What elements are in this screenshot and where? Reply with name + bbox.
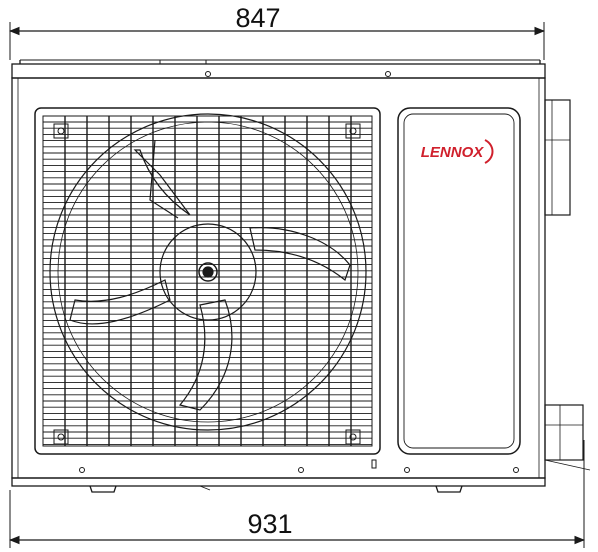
fan-hub xyxy=(159,223,257,321)
top-dimension-label: 847 xyxy=(235,3,280,33)
screw-icon xyxy=(513,467,519,473)
service-valve-cover xyxy=(544,99,591,471)
cabinet-lid xyxy=(11,63,546,79)
grille-corner-brackets xyxy=(53,123,361,445)
logo-text: LENNOX xyxy=(421,144,485,161)
cabinet-body xyxy=(11,77,546,479)
fan-grille xyxy=(34,107,381,455)
screws xyxy=(79,71,519,473)
logo-panel: LENNOX xyxy=(397,107,521,455)
logo-panel-frame xyxy=(397,107,521,455)
fan-shroud xyxy=(49,113,367,431)
cabinet xyxy=(11,59,546,493)
grille-frame xyxy=(34,107,381,455)
screw-icon xyxy=(205,71,211,77)
cabinet-base xyxy=(11,477,546,487)
fan-assembly xyxy=(49,113,367,431)
screw-icon xyxy=(385,71,391,77)
bottom-dimension-label: 931 xyxy=(247,509,292,539)
screw-icon xyxy=(404,467,410,473)
top-dimension: 847 xyxy=(8,3,546,60)
grille-inner xyxy=(42,115,373,447)
screw-icon xyxy=(298,467,304,473)
lennox-logo: LENNOX xyxy=(421,139,494,164)
screw-icon xyxy=(79,467,85,473)
bottom-dimension: 931 xyxy=(8,440,586,548)
